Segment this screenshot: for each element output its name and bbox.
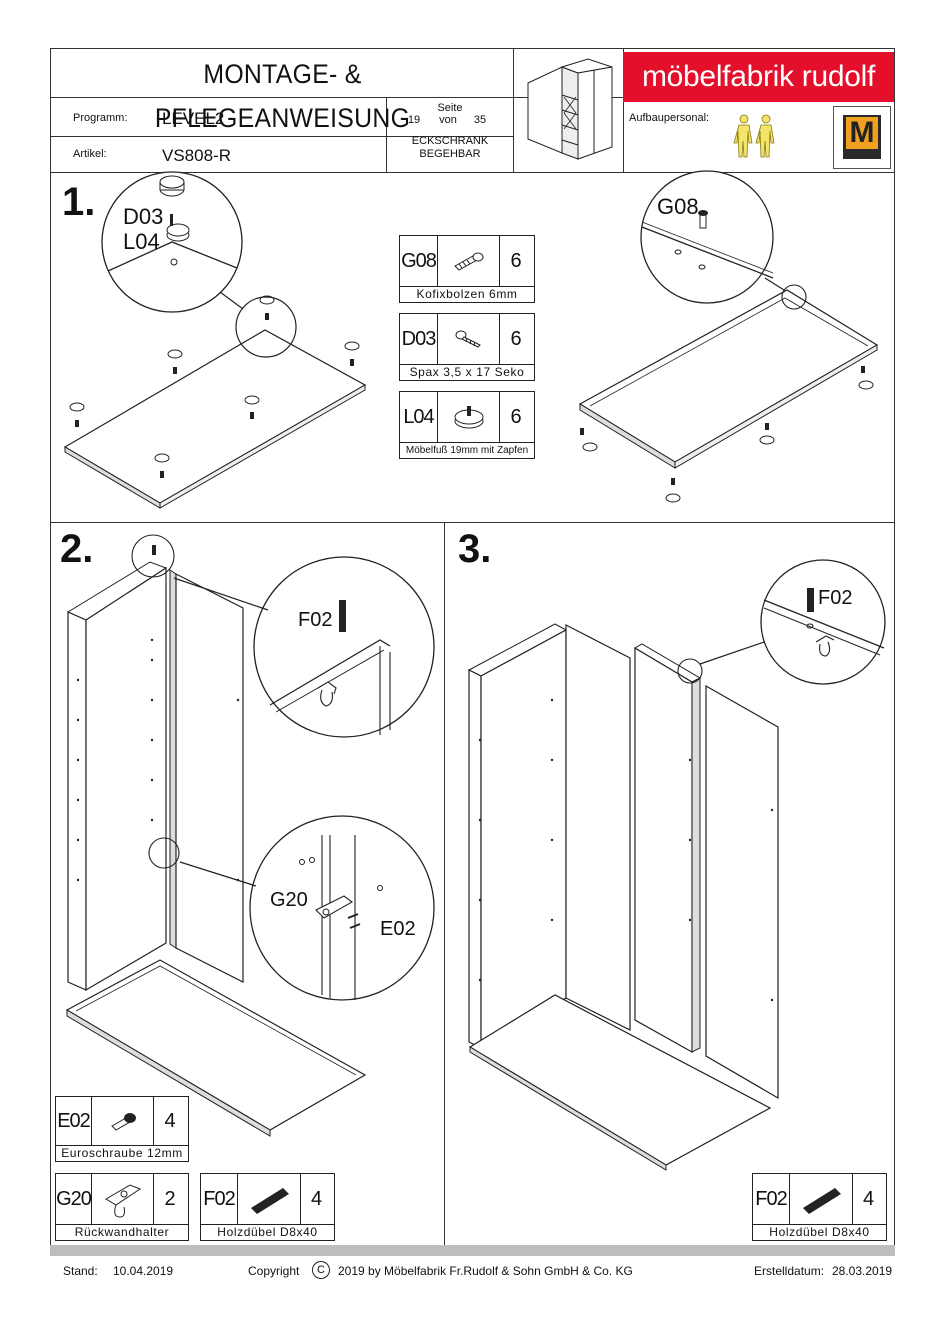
part-code: G20 — [56, 1174, 92, 1224]
step-3-number: 3. — [458, 527, 492, 571]
quality-seal-logo: M — [833, 106, 891, 169]
part-row-e02: E02 4 Euroschraube 12mm — [55, 1096, 189, 1162]
callout-l04: L04 — [123, 229, 160, 254]
callout-g20: G20 — [270, 889, 308, 911]
product-line-2: BEGEHBAR — [419, 148, 481, 160]
part-qty: 6 — [510, 249, 522, 272]
part-qty: 6 — [510, 405, 522, 428]
stand-label: Stand: — [63, 1264, 98, 1278]
part-qty: 6 — [510, 327, 522, 350]
product-line-1: ECKSCHRANK — [411, 135, 489, 147]
part-code: G08 — [400, 236, 438, 286]
part-row-g08: G08 6 Kofixbolzen 6mm — [399, 235, 535, 303]
aufbau-label: Aufbaupersonal: — [629, 112, 710, 124]
back-panel-holder-icon — [92, 1174, 154, 1224]
page-title: MONTAGE- & PFLEGEANWEISUNG — [154, 59, 411, 133]
erstell-label: Erstelldatum: — [754, 1264, 825, 1278]
callout-f02: F02 — [298, 609, 333, 631]
divider — [444, 522, 445, 1245]
divider — [623, 48, 624, 172]
divider — [513, 48, 514, 172]
callout-g08: G08 — [657, 194, 699, 219]
divider — [386, 97, 387, 172]
footer-bar — [50, 1245, 895, 1256]
part-code: F02 — [201, 1174, 238, 1224]
part-desc: Rückwandhalter — [56, 1224, 188, 1240]
seite-current: 19 — [407, 114, 421, 126]
euro-screw-icon — [92, 1097, 154, 1145]
part-desc: Kofixbolzen 6mm — [400, 286, 534, 302]
part-desc: Euroschraube 12mm — [56, 1145, 188, 1161]
step-2-number: 2. — [60, 527, 94, 571]
copyright-label: Copyright — [248, 1264, 300, 1278]
part-desc: Spax 3,5 x 17 Seko — [400, 364, 534, 380]
furniture-foot-icon — [438, 392, 500, 442]
part-desc: Möbelfuß 19mm mit Zapfen — [400, 442, 534, 458]
divider — [50, 97, 623, 98]
copyright-text: 2019 by Möbelfabrik Fr.Rudolf & Sohn Gmb… — [338, 1264, 633, 1278]
part-code: F02 — [753, 1174, 790, 1224]
erstell-date: 28.03.2019 — [832, 1264, 893, 1278]
stand-date: 10.04.2019 — [113, 1264, 174, 1278]
artikel-label: Artikel: — [73, 148, 107, 160]
artikel-value: VS808-R — [162, 146, 231, 165]
part-row-f02-step3: F02 4 Holzdübel D8x40 — [752, 1173, 887, 1241]
part-code: E02 — [56, 1097, 92, 1145]
programm-value: LEVEL2 — [162, 109, 225, 128]
wooden-dowel-icon — [238, 1174, 301, 1224]
part-qty: 2 — [164, 1187, 176, 1210]
part-code: L04 — [400, 392, 438, 442]
screw-icon — [438, 314, 500, 364]
divider — [50, 172, 895, 173]
callout-f02-step3: F02 — [818, 587, 853, 609]
part-row-l04: L04 6 Möbelfuß 19mm mit Zapfen — [399, 391, 535, 459]
cabinet-thumbnail-icon — [527, 58, 613, 160]
part-desc: Holzdübel D8x40 — [201, 1224, 334, 1240]
callout-d03: D03 — [123, 204, 164, 229]
part-row-d03: D03 6 Spax 3,5 x 17 Seko — [399, 313, 535, 381]
part-row-g20: G20 2 Rückwandhalter — [55, 1173, 189, 1241]
part-qty: 4 — [164, 1109, 176, 1132]
callout-e02: E02 — [380, 918, 416, 940]
part-desc: Holzdübel D8x40 — [753, 1224, 886, 1240]
two-persons-icon — [733, 114, 775, 158]
step-1-number: 1. — [62, 180, 96, 224]
wooden-dowel-icon — [790, 1174, 853, 1224]
bolt-icon — [438, 236, 500, 286]
divider — [50, 522, 895, 523]
part-qty: 4 — [310, 1187, 323, 1210]
seite-total: 35 — [473, 114, 487, 126]
part-row-f02: F02 4 Holzdübel D8x40 — [200, 1173, 335, 1241]
seite-von: von — [439, 114, 457, 126]
divider — [50, 136, 513, 137]
part-code: D03 — [400, 314, 438, 364]
programm-label: Programm: — [73, 112, 128, 124]
seite-label: Seite — [437, 102, 463, 114]
part-qty: 4 — [862, 1187, 875, 1210]
copyright-symbol: C — [312, 1261, 330, 1279]
brand-logo: möbelfabrik rudolf — [623, 52, 894, 102]
